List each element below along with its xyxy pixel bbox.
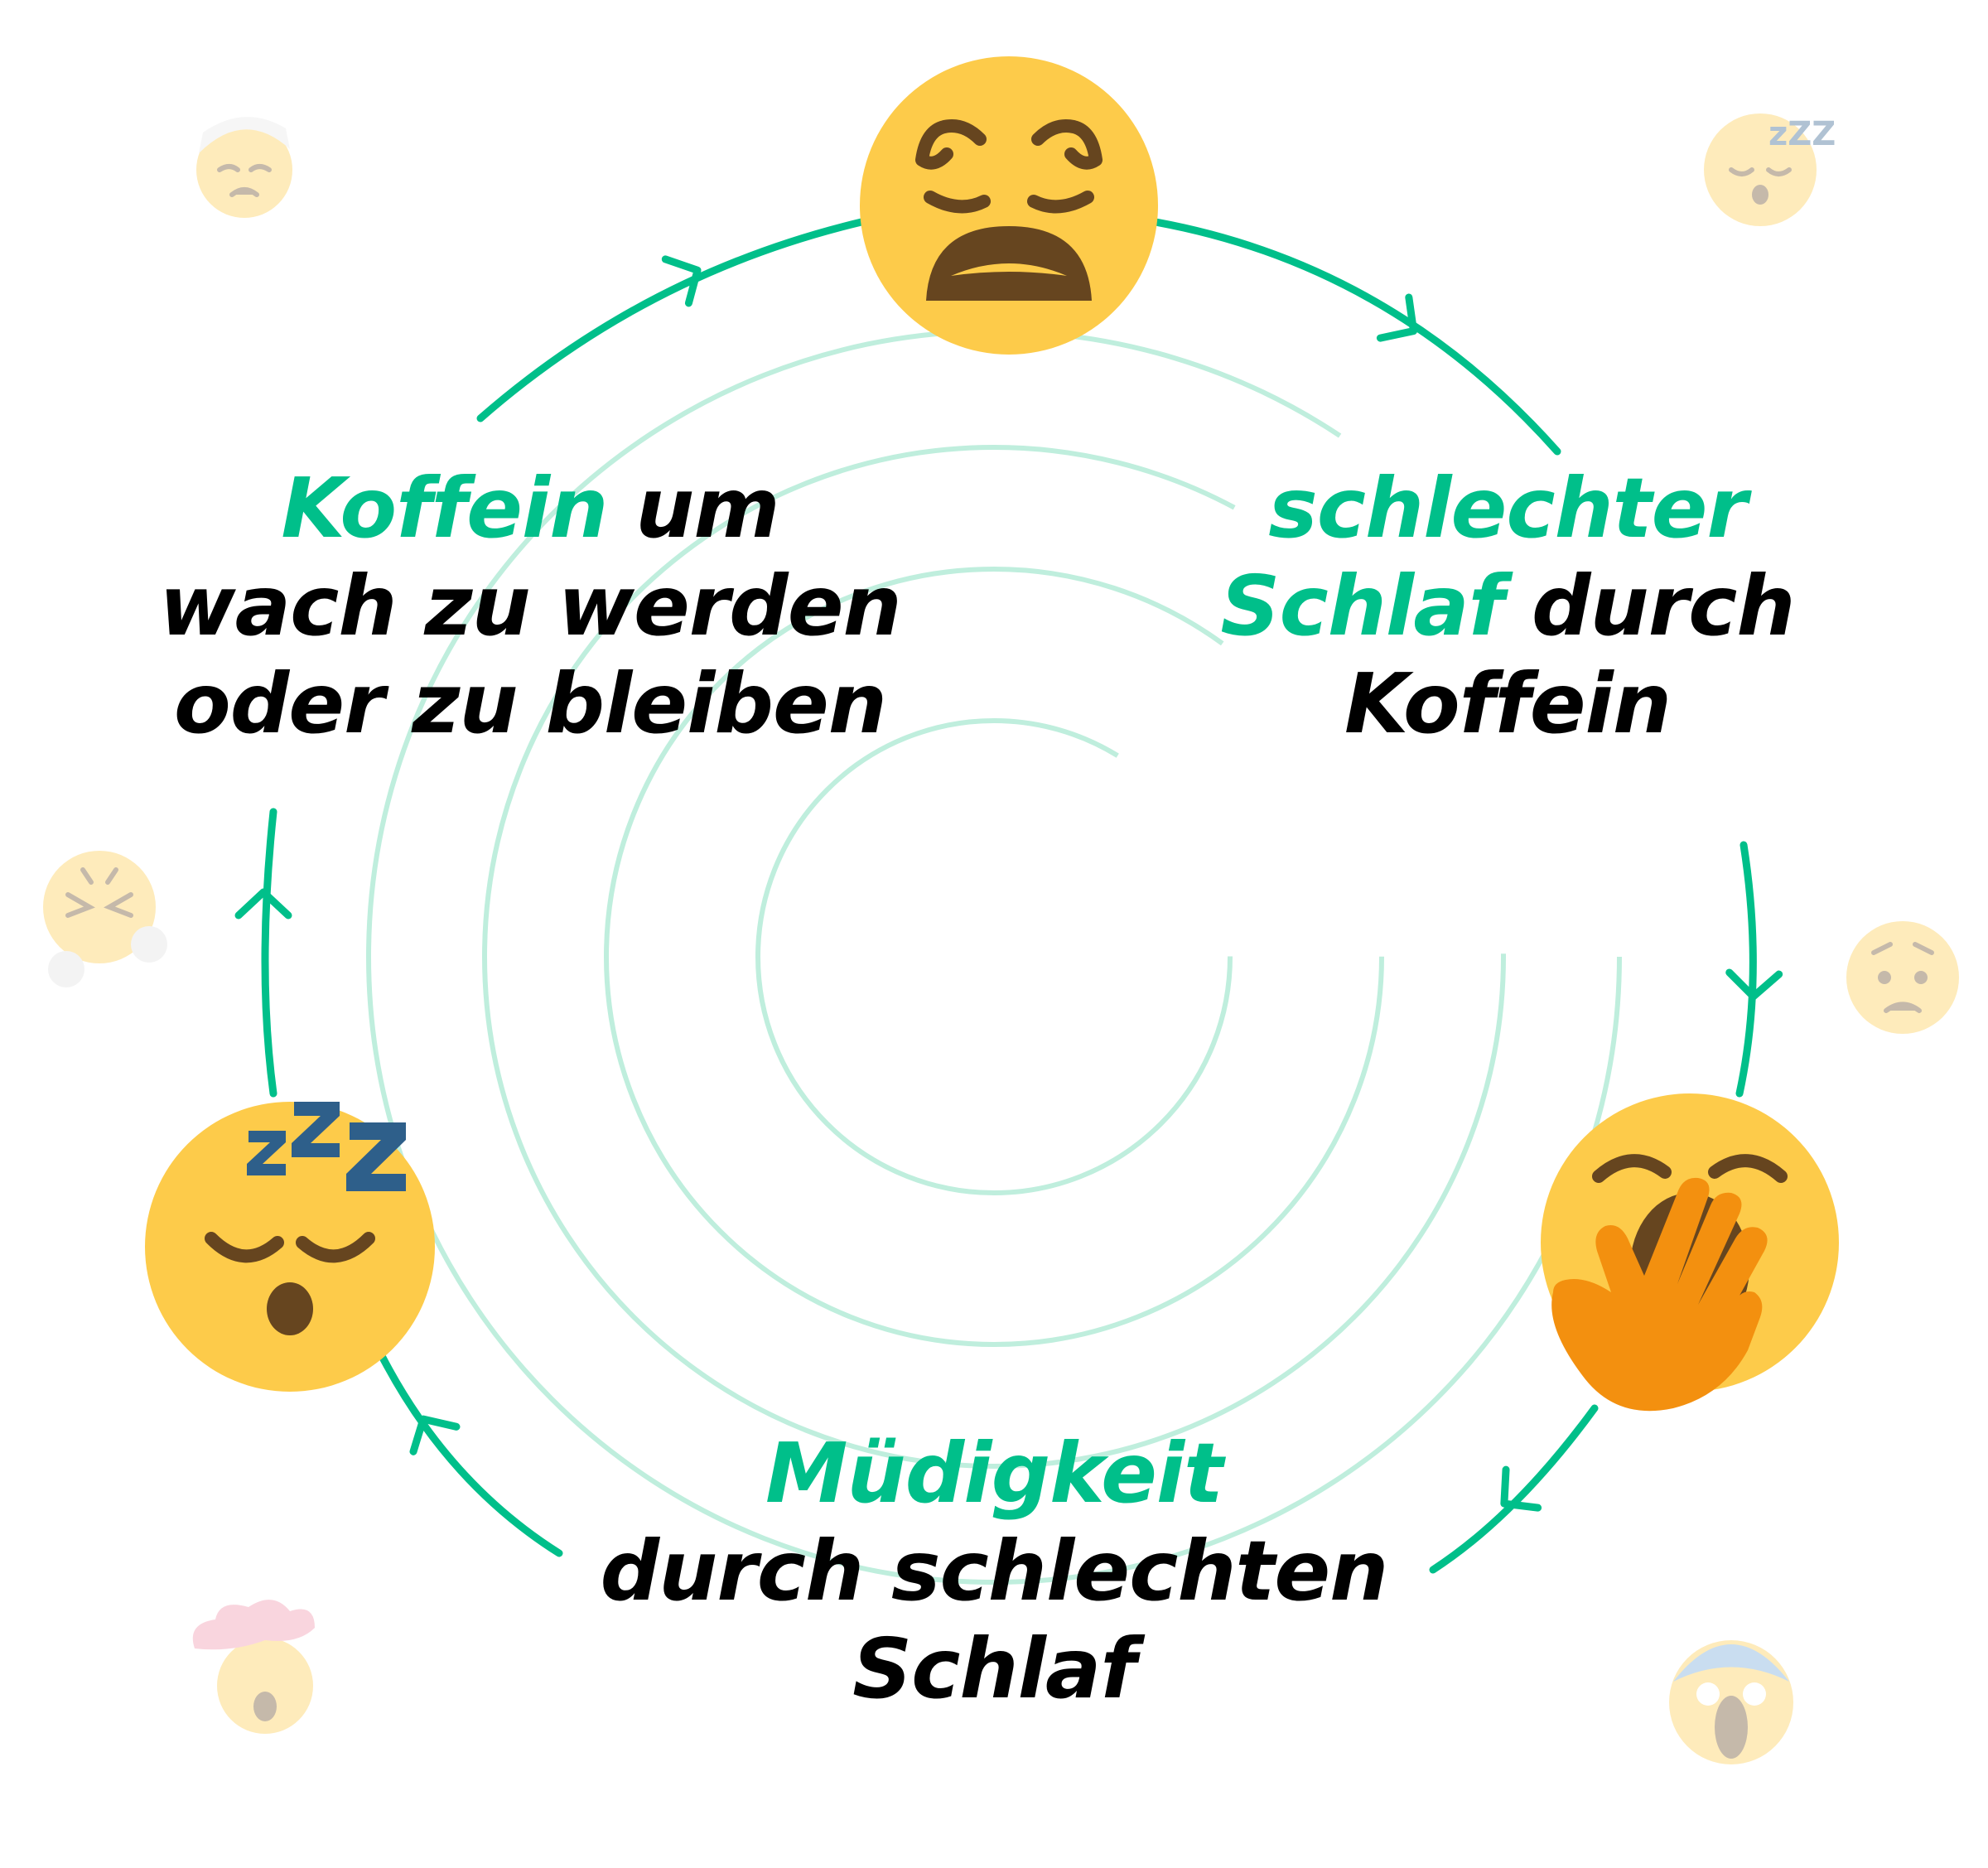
mouth bbox=[1715, 1696, 1748, 1759]
ring-3 bbox=[482, 445, 1506, 1469]
label-left-line1-rest: um bbox=[607, 460, 779, 557]
mouth bbox=[253, 1692, 277, 1721]
ring-1 bbox=[755, 718, 1233, 1195]
brain-cloud bbox=[192, 1600, 316, 1650]
label-right-line3: Koffein bbox=[1344, 655, 1672, 752]
arrowhead-bottom-right bbox=[1489, 1470, 1538, 1523]
worried-face-icon bbox=[1846, 921, 1959, 1034]
mouth bbox=[267, 1282, 313, 1335]
features bbox=[1871, 942, 1934, 1013]
eye-left bbox=[65, 892, 95, 918]
mouth bbox=[1752, 185, 1768, 205]
brow-left bbox=[1592, 1154, 1672, 1183]
steam-left bbox=[48, 951, 84, 987]
mouth bbox=[1884, 1002, 1922, 1013]
arc-left bbox=[261, 808, 277, 1098]
steaming-angry-face-icon bbox=[43, 851, 167, 987]
label-bottom-line1: Müdigkeit bbox=[765, 1425, 1223, 1522]
bandaged-head-face-icon bbox=[196, 117, 292, 218]
z-large bbox=[346, 1122, 406, 1191]
eye-right bbox=[296, 1232, 375, 1263]
steam-right bbox=[131, 926, 167, 963]
yawning-face-icon bbox=[1541, 1093, 1839, 1412]
eye-right bbox=[1743, 1682, 1766, 1706]
face bbox=[1704, 113, 1817, 226]
z-medium bbox=[292, 1102, 340, 1157]
weary-face-icon bbox=[860, 56, 1158, 355]
sleepy-face-zzz-icon: zZZ bbox=[1704, 113, 1836, 226]
eye-left bbox=[1729, 167, 1754, 176]
brow-left bbox=[915, 119, 987, 170]
arc-right bbox=[1735, 841, 1757, 1098]
face bbox=[1846, 921, 1959, 1034]
label-left-highlight: Koffein bbox=[281, 460, 608, 557]
label-tiredness-from-bad-sleep: Müdigkeit durch schlechten Schlaf bbox=[538, 1425, 1450, 1718]
label-left-line2: wach zu werden bbox=[159, 558, 901, 654]
eye-right bbox=[248, 164, 272, 172]
face bbox=[196, 122, 292, 218]
features bbox=[217, 164, 272, 197]
label-right-highlight: Schlaf bbox=[1220, 558, 1504, 654]
brows bbox=[1592, 1154, 1788, 1183]
face bbox=[217, 1638, 313, 1734]
zzz-icon bbox=[247, 1102, 406, 1191]
eye-right bbox=[1027, 191, 1094, 214]
brow-right bbox=[1708, 1154, 1788, 1183]
z-small bbox=[247, 1131, 286, 1175]
decorative-emojis: zZZ bbox=[43, 113, 1959, 1764]
eye-left bbox=[924, 191, 991, 214]
brow-right bbox=[1031, 119, 1103, 170]
arc-bottom-right bbox=[1429, 1404, 1599, 1574]
label-bottom-line2: durch schlechten bbox=[600, 1523, 1389, 1619]
face bbox=[43, 851, 156, 963]
label-left-line1: Koffein um bbox=[116, 460, 944, 558]
ring-2 bbox=[604, 567, 1384, 1347]
label-right-line2-rest: durch bbox=[1503, 558, 1796, 654]
sleeping-face-icon bbox=[145, 1102, 435, 1392]
forehead-blue bbox=[1673, 1644, 1789, 1682]
arc-bottom-left bbox=[377, 1350, 563, 1557]
arc-top-left bbox=[476, 218, 866, 422]
features bbox=[915, 119, 1103, 214]
brow-right bbox=[1913, 942, 1934, 955]
hand-icon bbox=[1551, 1177, 1768, 1412]
exploding-head-face-icon bbox=[192, 1600, 316, 1734]
eye-left bbox=[1696, 1682, 1720, 1706]
eye-right bbox=[1914, 971, 1928, 984]
eye-left bbox=[205, 1232, 284, 1263]
eye-left bbox=[1878, 971, 1891, 984]
zzz-glyph: zZZ bbox=[1768, 115, 1836, 153]
eye-right bbox=[104, 892, 133, 918]
teeth bbox=[951, 263, 1067, 276]
face bbox=[1669, 1640, 1793, 1764]
arc-top-right bbox=[1151, 218, 1561, 456]
label-right-line2: Schlaf durch bbox=[1143, 558, 1872, 655]
mouth bbox=[229, 187, 259, 197]
eyes bbox=[205, 1232, 375, 1263]
label-bottom-line3: Schlaf bbox=[852, 1620, 1136, 1717]
label-left-line3: oder zu bleiben bbox=[174, 655, 887, 752]
bandage bbox=[199, 117, 290, 153]
screaming-face-icon bbox=[1669, 1640, 1793, 1764]
vein bbox=[80, 867, 118, 885]
eye-left bbox=[217, 164, 240, 172]
label-right-line1: schlechter bbox=[1268, 460, 1748, 557]
face bbox=[860, 56, 1158, 355]
brow-left bbox=[1871, 942, 1893, 955]
label-caffeine-to-stay-awake: Koffein um wach zu werden oder zu bleibe… bbox=[116, 460, 944, 753]
features bbox=[1729, 167, 1792, 176]
features bbox=[65, 867, 133, 918]
label-bad-sleep-from-caffeine: schlechter Schlaf durch Koffein bbox=[1143, 460, 1872, 753]
eye-right bbox=[1766, 167, 1792, 176]
